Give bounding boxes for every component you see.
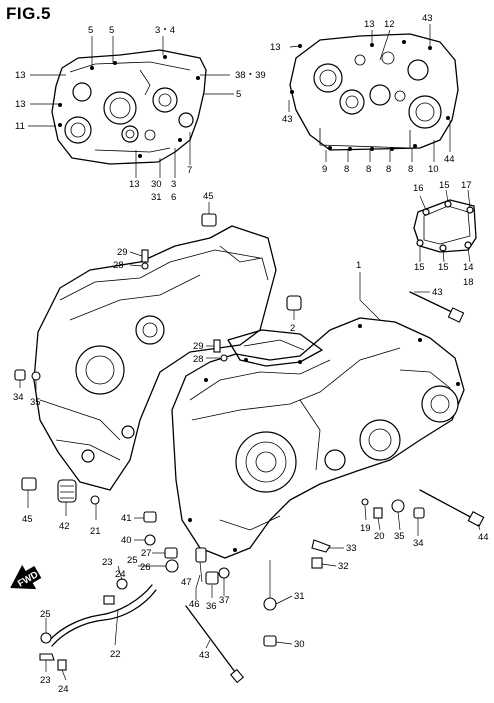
callout-28: 28 (193, 354, 204, 365)
callout-13: 13 (129, 179, 140, 190)
callout-43: 43 (282, 114, 293, 125)
callout-11: 11 (15, 121, 25, 132)
callout-6: 6 (171, 192, 176, 203)
callout-25: 25 (40, 609, 51, 620)
callout-13: 13 (364, 19, 375, 30)
callout-35: 35 (30, 397, 41, 408)
figure-title: FIG.5 (6, 4, 52, 23)
callout-5: 5 (109, 25, 114, 36)
callout-35: 35 (394, 531, 405, 542)
callout-1: 1 (356, 260, 361, 271)
callout-44: 44 (478, 532, 489, 543)
callout-37: 37 (219, 595, 230, 606)
callout-30: 30 (151, 179, 162, 190)
callout-28: 28 (113, 260, 124, 271)
callout-34: 34 (413, 538, 424, 549)
callout-44: 44 (444, 154, 455, 165)
callout-21: 21 (90, 526, 101, 537)
callout-32: 32 (338, 561, 349, 572)
crankcase-cover-plate (413, 199, 477, 253)
callout-47: 47 (181, 577, 192, 588)
callout-24: 24 (58, 684, 69, 695)
callout-31: 31 (151, 192, 162, 203)
callout-24: 24 (115, 569, 126, 580)
callout-45: 45 (203, 191, 214, 202)
callout-36: 36 (206, 601, 217, 612)
callout-26: 26 (140, 562, 151, 573)
main-crankcase-assembly (33, 225, 465, 559)
right-crankcase-inset (51, 49, 207, 165)
callout-43: 43 (199, 650, 210, 661)
callout-40: 40 (121, 535, 132, 546)
callout-31: 31 (294, 591, 305, 602)
callout-8: 8 (386, 164, 391, 175)
callout-14: 14 (463, 262, 474, 273)
callout-15: 15 (438, 262, 449, 273)
callout-33: 33 (346, 543, 357, 554)
callout-23: 23 (102, 557, 113, 568)
callout-3-4: 3・4 (155, 25, 175, 36)
callout-15: 15 (414, 262, 425, 273)
callout-16: 16 (413, 183, 424, 194)
callout-29: 29 (117, 247, 128, 258)
callout-41: 41 (121, 513, 132, 524)
callout-7: 7 (187, 165, 192, 176)
small-parts (14, 213, 485, 684)
callout-8: 8 (366, 164, 371, 175)
callout-13: 13 (270, 42, 281, 53)
callout-17: 17 (461, 180, 472, 191)
callout-43: 43 (432, 287, 443, 298)
leader-lines (19, 24, 481, 681)
callout-43: 43 (422, 13, 433, 24)
callout-45: 45 (22, 514, 33, 525)
callout-12: 12 (384, 19, 395, 30)
callout-10: 10 (428, 164, 439, 175)
callout-42: 42 (59, 521, 70, 532)
callout-5: 5 (236, 89, 241, 100)
callout-27: 27 (141, 548, 152, 559)
callout-22: 22 (110, 649, 121, 660)
callout-3: 3 (171, 179, 176, 190)
front-direction-arrow: FWD (10, 564, 42, 590)
callout-8: 8 (344, 164, 349, 175)
callout-34: 34 (13, 392, 24, 403)
callout-15: 15 (439, 180, 450, 191)
callout-5: 5 (88, 25, 93, 36)
callout-46: 46 (189, 599, 200, 610)
callout-38-39: 38・39 (235, 70, 266, 81)
callout-19: 19 (360, 523, 371, 534)
callout-13: 13 (15, 99, 26, 110)
callout-9: 9 (322, 164, 327, 175)
left-crankcase-inset (289, 33, 459, 151)
callout-20: 20 (374, 531, 385, 542)
callout-labels: 5 5 3・4 13 38・39 13 5 11 7 13 30 3 31 6 … (13, 13, 489, 695)
callout-2: 2 (290, 323, 295, 334)
callout-18: 18 (463, 277, 474, 288)
callout-8: 8 (408, 164, 413, 175)
callout-13: 13 (15, 70, 26, 81)
callout-30: 30 (294, 639, 305, 650)
callout-29: 29 (193, 341, 204, 352)
callout-23: 23 (40, 675, 51, 686)
callout-25: 25 (127, 555, 138, 566)
